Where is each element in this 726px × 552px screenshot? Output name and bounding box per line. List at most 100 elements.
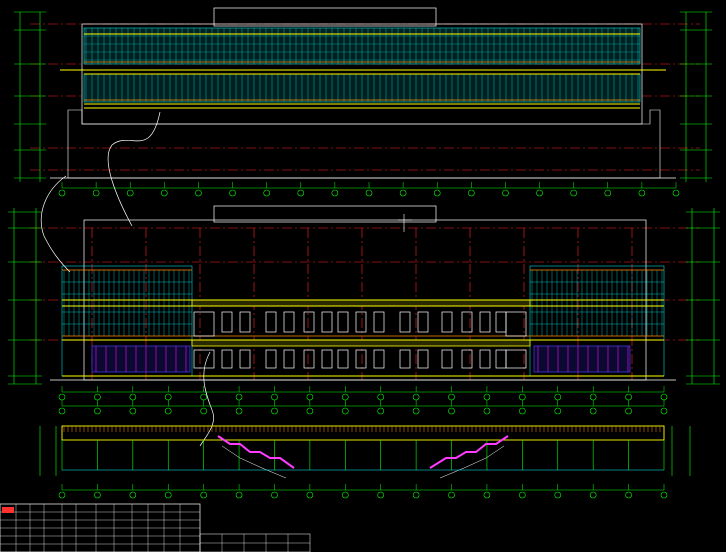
window-lower — [373, 349, 385, 369]
axis-bubble — [297, 189, 305, 197]
axis-bubble — [94, 407, 101, 415]
window-upper — [479, 311, 491, 333]
axis-bubble — [448, 491, 455, 499]
window-lower — [399, 349, 411, 369]
axis-bubble — [483, 407, 491, 415]
section-bottom[interactable] — [39, 400, 691, 499]
bot-level-markers — [39, 426, 691, 476]
mid-floor-band-lower — [191, 339, 531, 347]
window-upper — [239, 311, 251, 333]
top-floor-lines — [60, 33, 666, 109]
window-lower — [417, 349, 429, 369]
axis-bubble — [638, 189, 646, 197]
axis-bubble — [94, 491, 101, 499]
axis-bubble — [306, 491, 314, 499]
top-parapet — [213, 7, 437, 27]
elevation-middle[interactable] — [8, 175, 720, 447]
mid-level-markers — [13, 208, 715, 384]
axis-bubble — [625, 491, 632, 499]
axis-bubble — [483, 491, 491, 499]
axis-bubble — [161, 189, 168, 197]
mid-orange-lines — [62, 269, 664, 337]
bot-stair-left-under — [221, 445, 287, 479]
mid-center-marker — [398, 214, 412, 232]
mid-level-ticks — [8, 211, 720, 385]
axis-bubble — [58, 491, 66, 499]
axis-bubble — [519, 407, 526, 415]
axis-bubble — [271, 407, 278, 415]
bot-bottom-axis-bubbles — [58, 484, 668, 499]
elevation-top[interactable] — [14, 7, 712, 227]
axis-bubble — [341, 491, 349, 499]
mid-right-shopfront — [533, 345, 631, 373]
axis-bubble — [468, 189, 475, 197]
bot-stair-right-under — [439, 445, 505, 479]
window-upper — [373, 311, 385, 333]
window-upper — [321, 311, 333, 333]
axis-bubble — [341, 407, 349, 415]
bot-columns — [61, 440, 665, 470]
title-block-logo — [2, 507, 14, 513]
top-axis-bubbles — [58, 182, 680, 197]
axis-bubble — [126, 189, 134, 197]
axis-bubble — [263, 189, 270, 197]
window-upper-wide — [505, 311, 527, 337]
window-upper — [355, 311, 367, 333]
title-block[interactable] — [0, 503, 311, 552]
axis-bubble — [570, 189, 577, 197]
axis-bubble — [229, 189, 236, 197]
window-upper — [461, 311, 473, 333]
window-lower — [303, 349, 315, 369]
window-lower-wide — [505, 349, 527, 369]
bot-stair-right — [429, 435, 509, 469]
window-lower — [337, 349, 349, 369]
mid-wing-mullions — [62, 270, 664, 336]
axis-bubble — [589, 407, 597, 415]
window-lower — [441, 349, 453, 369]
mid-yellow-lines — [62, 299, 664, 377]
axis-bubble — [235, 491, 243, 499]
axis-bubble — [331, 189, 339, 197]
bot-railing — [63, 426, 661, 432]
axis-bubble — [433, 189, 441, 197]
axis-bubble — [660, 407, 668, 415]
axis-bubble — [554, 407, 562, 415]
mid-callout-curve-left — [40, 175, 71, 273]
axis-bubble — [365, 189, 373, 197]
axis-bubble — [235, 407, 243, 415]
axis-bubble — [271, 491, 278, 499]
window-upper — [303, 311, 315, 333]
top-level-ticks — [14, 11, 712, 179]
axis-bubble — [589, 491, 597, 499]
window-lower — [221, 349, 233, 369]
axis-bubble — [377, 407, 385, 415]
axis-bubble — [200, 491, 207, 499]
window-upper — [399, 311, 411, 333]
window-lower — [479, 349, 491, 369]
axis-bubble — [200, 407, 207, 415]
window-lower — [265, 349, 277, 369]
axis-bubble — [448, 407, 455, 415]
mid-shopfront-bars — [95, 346, 629, 372]
axis-bubble — [519, 491, 526, 499]
top-callout-curve — [107, 111, 161, 227]
axis-bubble — [604, 189, 612, 197]
window-upper — [265, 311, 277, 333]
mid-windows-upper — [193, 311, 527, 337]
mid-floor-band-upper — [191, 299, 531, 307]
window-upper — [337, 311, 349, 333]
axis-bubble — [58, 189, 66, 197]
axis-bubble — [92, 189, 100, 197]
window-lower-wide — [193, 349, 215, 369]
axis-bubble — [129, 407, 137, 415]
title-block-grid — [0, 504, 200, 552]
axis-bubble — [554, 491, 562, 499]
window-lower — [461, 349, 473, 369]
axis-bubble — [672, 189, 680, 197]
mid-callout-curve-center — [199, 351, 214, 447]
window-upper-wide — [193, 311, 215, 337]
mid-windows-lower — [193, 349, 527, 369]
axis-bubble — [412, 407, 420, 415]
axis-bubble — [306, 407, 314, 415]
